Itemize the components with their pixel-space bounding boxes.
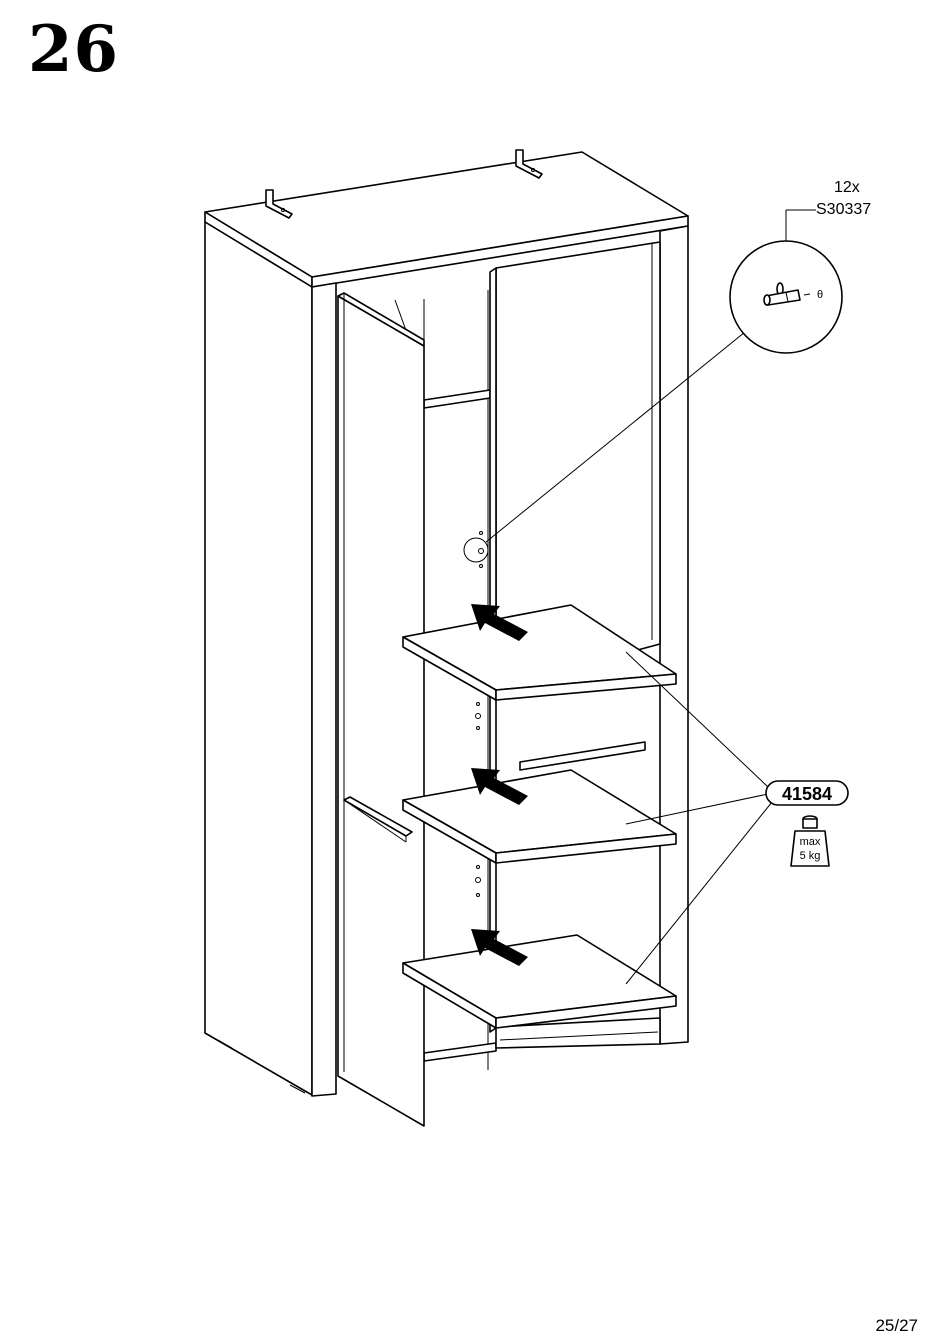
- weight-icon: max 5 kg: [791, 816, 829, 866]
- page-number: 25/27: [875, 1316, 918, 1336]
- shelf-bottom: [403, 935, 676, 1028]
- left-door: [338, 293, 424, 1126]
- shelf-part-code: 41584: [782, 784, 832, 804]
- svg-text:θ: θ: [817, 289, 823, 301]
- shelf-middle: [403, 770, 676, 863]
- hardware-part-code: S30337: [816, 201, 871, 218]
- weight-limit-value: 5 kg: [800, 850, 821, 862]
- hardware-quantity: 12x: [834, 179, 860, 196]
- weight-limit-label: max: [800, 836, 821, 848]
